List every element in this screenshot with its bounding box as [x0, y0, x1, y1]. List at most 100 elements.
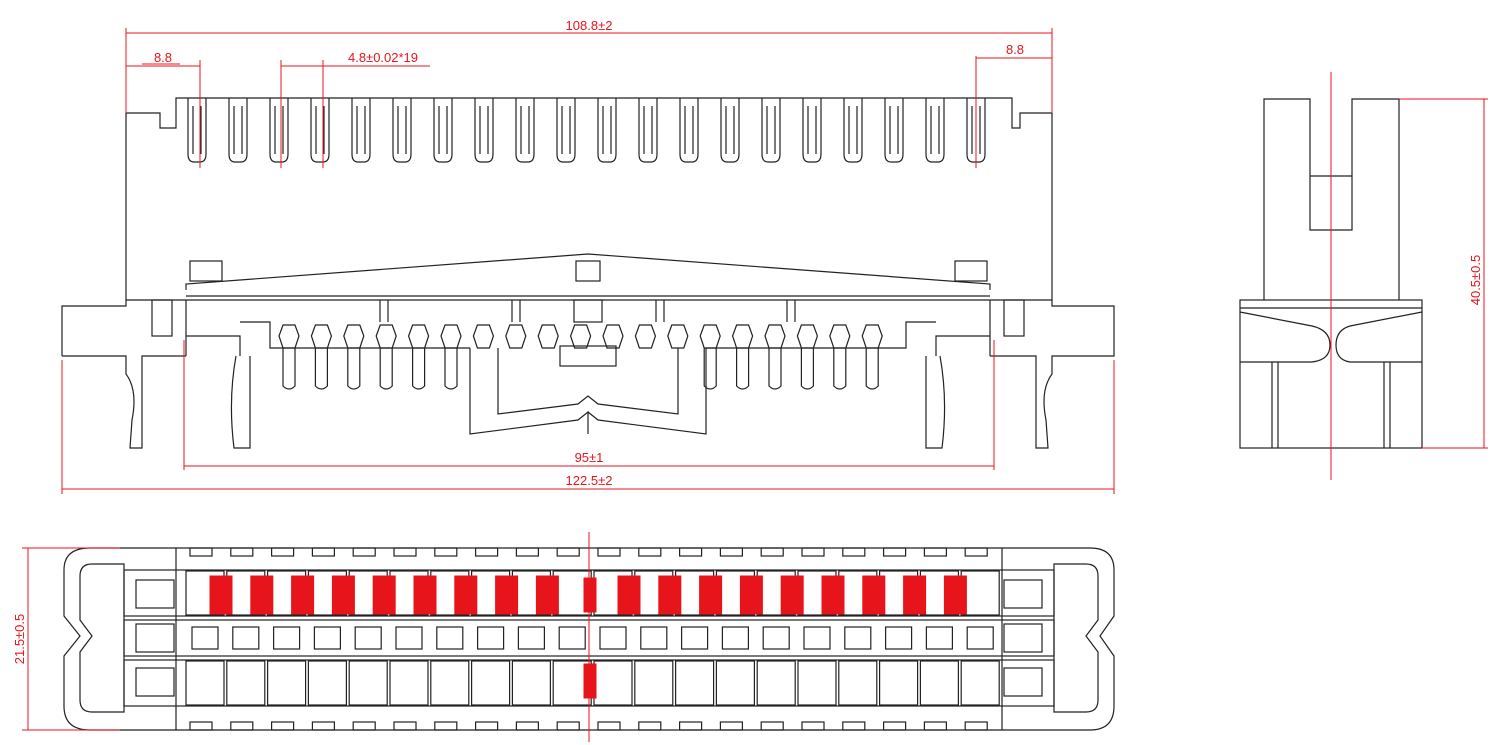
- dim-pitch: 4.8±0.02*19: [348, 50, 418, 65]
- tooth-inner: [971, 106, 981, 154]
- contact-head: [537, 324, 559, 349]
- cell-middle: [966, 626, 994, 650]
- cell-bottom: [593, 660, 633, 706]
- tab-bottom: [678, 721, 703, 731]
- dim-mount-span: 95±1: [575, 450, 604, 465]
- top-view: 21.5±0.5: [12, 532, 1115, 742]
- cell-middle: [721, 626, 750, 650]
- tab-top: [556, 547, 580, 557]
- contact-head: [602, 324, 624, 349]
- tooth-inner: [520, 106, 530, 154]
- tab-bottom: [719, 721, 744, 731]
- tab-bottom: [882, 721, 907, 731]
- cell-bottom: [838, 660, 878, 706]
- tooth-inner: [725, 106, 735, 154]
- tooth: [474, 98, 494, 163]
- tooth: [802, 98, 822, 163]
- contact-head: [829, 324, 851, 349]
- red-contact: [821, 575, 845, 615]
- tooth-inner: [766, 106, 776, 154]
- contact-head: [731, 324, 754, 349]
- tab-bottom: [271, 721, 295, 731]
- cell-middle: [436, 626, 464, 650]
- tooth-inner: [233, 106, 243, 154]
- tab-bottom: [923, 721, 948, 731]
- tab-top: [475, 547, 499, 557]
- red-contact: [739, 575, 763, 615]
- tooth: [392, 98, 412, 163]
- contact-leg: [347, 348, 361, 390]
- red-contact-bottom: [583, 663, 597, 699]
- contact-leg: [736, 348, 750, 390]
- cell-bottom: [674, 660, 715, 706]
- tab-bottom: [230, 721, 254, 731]
- cell-middle: [477, 626, 505, 650]
- tab-top: [230, 547, 254, 557]
- tab-bottom: [801, 721, 825, 731]
- tab-top: [678, 547, 703, 557]
- red-contact: [780, 575, 804, 615]
- tab-top: [597, 547, 621, 557]
- tooth: [269, 98, 289, 163]
- cell-middle: [313, 626, 341, 650]
- cell-bottom: [715, 660, 756, 706]
- contact-leg: [768, 348, 782, 390]
- tab-bottom: [842, 721, 866, 731]
- contact-leg: [314, 348, 328, 390]
- tab-top: [189, 547, 213, 557]
- contact-leg: [412, 348, 426, 390]
- tab-top: [434, 547, 458, 557]
- contact-head: [440, 324, 462, 349]
- cell-bottom: [919, 660, 960, 706]
- dim-overall-length: 122.5±2: [566, 473, 613, 488]
- contact-head: [699, 324, 721, 349]
- cell-middle: [680, 626, 709, 650]
- contact-head: [343, 324, 365, 349]
- cell-middle: [232, 626, 260, 650]
- tab-top: [842, 547, 866, 557]
- front-lower-contacts: [278, 324, 883, 390]
- tooth: [310, 98, 330, 163]
- tooth-inner: [479, 106, 489, 154]
- contact-leg: [865, 348, 879, 390]
- cell-middle: [517, 626, 546, 650]
- cell-bottom: [878, 660, 919, 706]
- tab-bottom: [515, 721, 540, 731]
- tooth: [433, 98, 453, 163]
- contact-leg: [379, 348, 393, 390]
- red-contact: [658, 575, 682, 615]
- tooth: [597, 98, 617, 163]
- contact-head: [375, 324, 397, 349]
- dim-right-margin: 8.8: [1006, 42, 1024, 57]
- cell-middle: [599, 626, 627, 650]
- tooth-inner: [438, 106, 448, 154]
- tab-top: [923, 547, 948, 557]
- cell-bottom: [634, 660, 674, 706]
- tab-bottom: [638, 721, 662, 731]
- tooth-inner: [684, 106, 694, 154]
- contact-head: [472, 324, 495, 349]
- side-view: 40.5±0.5: [1239, 72, 1488, 480]
- tooth: [679, 98, 699, 163]
- contact-head: [861, 324, 883, 349]
- tooth-inner: [397, 106, 407, 154]
- red-contact: [291, 575, 315, 615]
- tab-bottom: [434, 721, 458, 731]
- tab-bottom: [597, 721, 621, 731]
- tab-top: [311, 547, 335, 557]
- cell-middle: [354, 626, 382, 650]
- red-contact: [413, 575, 437, 615]
- red-contact: [495, 575, 519, 615]
- red-contact: [209, 575, 233, 615]
- tab-top: [352, 547, 376, 557]
- tab-top: [515, 547, 540, 557]
- cell-bottom: [267, 660, 307, 706]
- cell-bottom: [348, 660, 388, 706]
- tooth-inner: [643, 106, 653, 154]
- tooth-inner: [602, 106, 612, 154]
- contact-leg: [833, 348, 847, 390]
- tooth-inner: [356, 106, 366, 154]
- contact-head: [278, 324, 300, 349]
- front-view: [61, 97, 1115, 449]
- contact-leg: [282, 348, 296, 390]
